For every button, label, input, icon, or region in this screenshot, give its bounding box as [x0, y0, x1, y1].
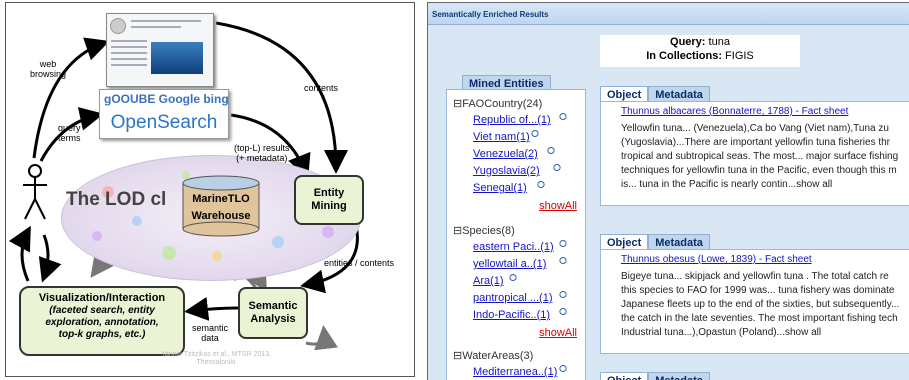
topl-results-label: (top-L) results (+ metadata)	[234, 143, 290, 163]
lod-cloud-title: The LOD cl	[66, 189, 167, 210]
marinetlo-warehouse: MarineTLO Warehouse	[182, 175, 260, 237]
show-all-link[interactable]: showAll	[539, 200, 577, 212]
tab-mined-entities[interactable]: Mined Entities	[462, 75, 551, 92]
collections-label: In Collections:	[646, 50, 722, 62]
share-icon[interactable]: ⭘	[559, 239, 567, 250]
query-value: tuna	[708, 36, 730, 48]
entities-contents-label: entities / contents	[324, 258, 395, 268]
visualization-box: Visualization/Interaction (faceted searc…	[19, 286, 185, 356]
result-title-link[interactable]: Thunnus obesus (Lowe, 1839) - Fact sheet	[621, 254, 812, 265]
wikipedia-page-thumbnail	[106, 13, 214, 87]
tab-metadata[interactable]: Metadata	[648, 86, 710, 103]
semantic-data-label: semantic data	[192, 323, 229, 343]
result-snippet: Bigeye tuna... skipjack and yellowfin tu…	[621, 270, 909, 340]
entity-link[interactable]: eastern Paci..(1)	[473, 241, 554, 253]
share-icon[interactable]: ⭘	[537, 180, 545, 191]
entity-link[interactable]: Ara(1)	[473, 275, 504, 287]
share-icon[interactable]: ⭘	[559, 256, 567, 267]
query-label: Query:	[670, 36, 706, 48]
citation: Yannis Tzitzikas et al., MTSR 2013, Thes…	[160, 351, 272, 366]
warehouse-label-1: MarineTLO	[192, 193, 250, 205]
entity-mining-box: Entity Mining	[294, 175, 364, 225]
entity-link[interactable]: yellowtail a..(1)	[473, 258, 547, 270]
result-snippet: Yellowfin tuna... (Venezuela),Ca bo Vang…	[621, 122, 909, 192]
share-icon[interactable]: ⭘	[559, 112, 567, 123]
web-browsing-label: web browsing	[30, 59, 67, 79]
share-icon[interactable]: ⭘	[547, 146, 555, 157]
snippet-line: this species to FAO for 1999 was... tuna…	[621, 285, 895, 296]
snippet-line: the catch in the late seventies. The mos…	[621, 313, 898, 324]
entity-link[interactable]: Republic of...(1)	[473, 114, 551, 126]
tab-object[interactable]: Object	[600, 372, 649, 380]
snippet-line: Japanese fleets up to the end of the six…	[621, 299, 900, 310]
wikipedia-logo	[110, 18, 126, 34]
share-icon[interactable]: ⭘	[509, 273, 517, 284]
results-window: Semantically Enriched Results Query: tun…	[427, 2, 909, 380]
search-engine-logos: gOOUBE Google bing	[104, 92, 229, 106]
tab-object[interactable]: Object	[600, 234, 649, 251]
share-icon[interactable]: ⭘	[559, 307, 567, 318]
warehouse-label-2: Warehouse	[192, 210, 251, 222]
panel-header: Semantically Enriched Results	[428, 3, 909, 25]
entity-link[interactable]: Senegal(1)	[473, 182, 527, 194]
result-title-link[interactable]: Thunnus albacares (Bonnaterre, 1788) - F…	[621, 106, 849, 117]
search-engines-box: gOOUBE Google bing OpenSearch	[99, 89, 229, 139]
entity-link[interactable]: pantropical ...(1)	[473, 292, 553, 304]
entity-mining-label: Entity Mining	[311, 187, 347, 212]
query-terms-label: query terms	[58, 123, 81, 143]
tab-metadata[interactable]: Metadata	[648, 372, 710, 380]
share-icon[interactable]: ⭘	[553, 163, 561, 174]
tuna-image	[151, 42, 203, 74]
result-card: Thunnus obesus (Lowe, 1839) - Fact sheet…	[600, 249, 909, 354]
tab-object[interactable]: Object	[600, 86, 649, 103]
entity-link[interactable]: Viet nam(1)	[473, 131, 530, 143]
opensearch-label: OpenSearch	[110, 112, 218, 133]
entity-link[interactable]: Yugoslavia(2)	[473, 165, 540, 177]
architecture-diagram: gOOUBE Google bing OpenSearch The LOD cl…	[5, 2, 415, 377]
entity-link[interactable]: Venezuela(2)	[473, 148, 538, 160]
share-icon[interactable]: ⭘	[531, 129, 539, 140]
semantic-analysis-label: Semantic Analysis	[248, 300, 298, 325]
snippet-line: Bigeye tuna... skipjack and yellowfin tu…	[621, 271, 889, 282]
query-summary: Query: tuna In Collections: FIGIS	[600, 35, 800, 67]
entity-link[interactable]: Mediterranea..(1)	[473, 366, 558, 378]
facet-species[interactable]: ⊟Species(8)	[453, 225, 515, 237]
share-icon[interactable]: ⭘	[559, 290, 567, 301]
share-icon[interactable]: ⭘	[559, 364, 567, 375]
entity-link[interactable]: Indo-Pacific..(1)	[473, 309, 551, 321]
mined-entities-panel: ⊟FAOCountry(24) Republic of...(1) ⭘ Viet…	[446, 89, 586, 380]
result-card: Thunnus albacares (Bonnaterre, 1788) - F…	[600, 101, 909, 206]
snippet-line: tropical and subtropical seas. The most.…	[621, 151, 899, 162]
user-icon	[23, 164, 47, 220]
snippet-line: is... tuna in the Pacific is nearly cont…	[621, 179, 833, 190]
tab-metadata[interactable]: Metadata	[648, 234, 710, 251]
visualization-subtitle: (faceted search, entity exploration, ann…	[45, 305, 159, 340]
collections-value: FIGIS	[725, 50, 754, 62]
snippet-line: Yellowfin tuna... (Venezuela),Ca bo Vang…	[621, 123, 889, 134]
semantic-analysis-box: Semantic Analysis	[238, 287, 308, 339]
snippet-line: techniques for yellowfin tuna in the Pac…	[621, 165, 897, 176]
snippet-line: (Yugoslavia)...There are important yello…	[621, 137, 891, 148]
visualization-title: Visualization/Interaction	[38, 292, 166, 304]
facet-faocountry[interactable]: ⊟FAOCountry(24)	[453, 98, 543, 110]
facet-waterareas[interactable]: ⊟WaterAreas(3)	[453, 350, 534, 362]
show-all-link[interactable]: showAll	[539, 327, 577, 339]
snippet-line: Industrial tuna...),Opastun (Poland)...s…	[621, 327, 822, 338]
contents-label: contents	[304, 83, 339, 93]
